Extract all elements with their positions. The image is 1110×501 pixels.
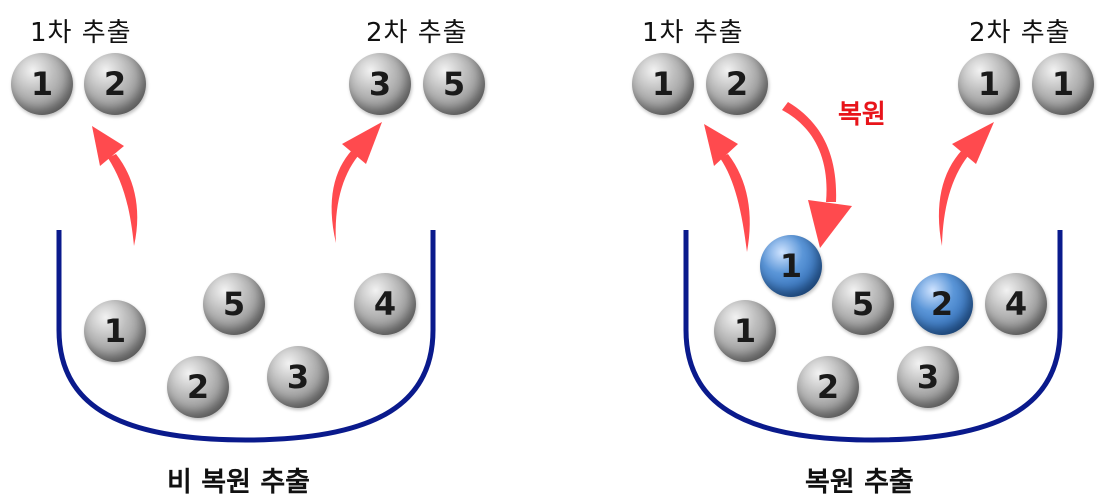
right-draw1-ball: 1 bbox=[632, 53, 694, 115]
left-bowl bbox=[56, 230, 436, 443]
left-bowl-ball: 1 bbox=[84, 300, 146, 362]
right-panel-title: 복원 추출 bbox=[805, 467, 914, 498]
right-draw1-ball: 2 bbox=[706, 53, 768, 115]
replaced-bowl-ball: 2 bbox=[911, 273, 973, 335]
left-draw2-arrow bbox=[331, 122, 382, 243]
right-draw2-label: 2차 추출 bbox=[969, 18, 1071, 48]
right-draw2-ball: 1 bbox=[1032, 53, 1094, 115]
right-bowl-ball: 3 bbox=[897, 346, 959, 408]
left-draw2-ball: 3 bbox=[349, 53, 411, 115]
left-draw1-ball: 1 bbox=[11, 53, 73, 115]
right-draw1-arrow bbox=[704, 124, 750, 252]
replacement-arrow bbox=[782, 102, 852, 248]
left-bowl-ball: 2 bbox=[167, 356, 229, 418]
right-bowl-ball: 4 bbox=[985, 273, 1047, 335]
right-bowl bbox=[683, 230, 1063, 443]
right-draw2-ball: 1 bbox=[958, 53, 1020, 115]
left-draw2-ball: 5 bbox=[423, 53, 485, 115]
left-bowl-ball: 5 bbox=[203, 273, 265, 335]
left-panel-title: 비 복원 추출 bbox=[167, 467, 310, 498]
left-draw2-label: 2차 추출 bbox=[366, 18, 468, 48]
right-draw2-arrow bbox=[938, 122, 994, 246]
left-draw1-label: 1차 추출 bbox=[30, 18, 132, 48]
right-bowl-ball: 5 bbox=[832, 273, 894, 335]
left-draw1-arrow bbox=[92, 126, 138, 246]
right-bowl-ball: 2 bbox=[797, 356, 859, 418]
replacement-label: 복원 bbox=[838, 100, 886, 130]
replaced-bowl-ball: 1 bbox=[760, 235, 822, 297]
right-bowl-ball: 1 bbox=[714, 300, 776, 362]
left-bowl-ball: 3 bbox=[267, 346, 329, 408]
right-draw1-label: 1차 추출 bbox=[642, 18, 744, 48]
left-bowl-ball: 4 bbox=[354, 273, 416, 335]
left-draw1-ball: 2 bbox=[84, 53, 146, 115]
